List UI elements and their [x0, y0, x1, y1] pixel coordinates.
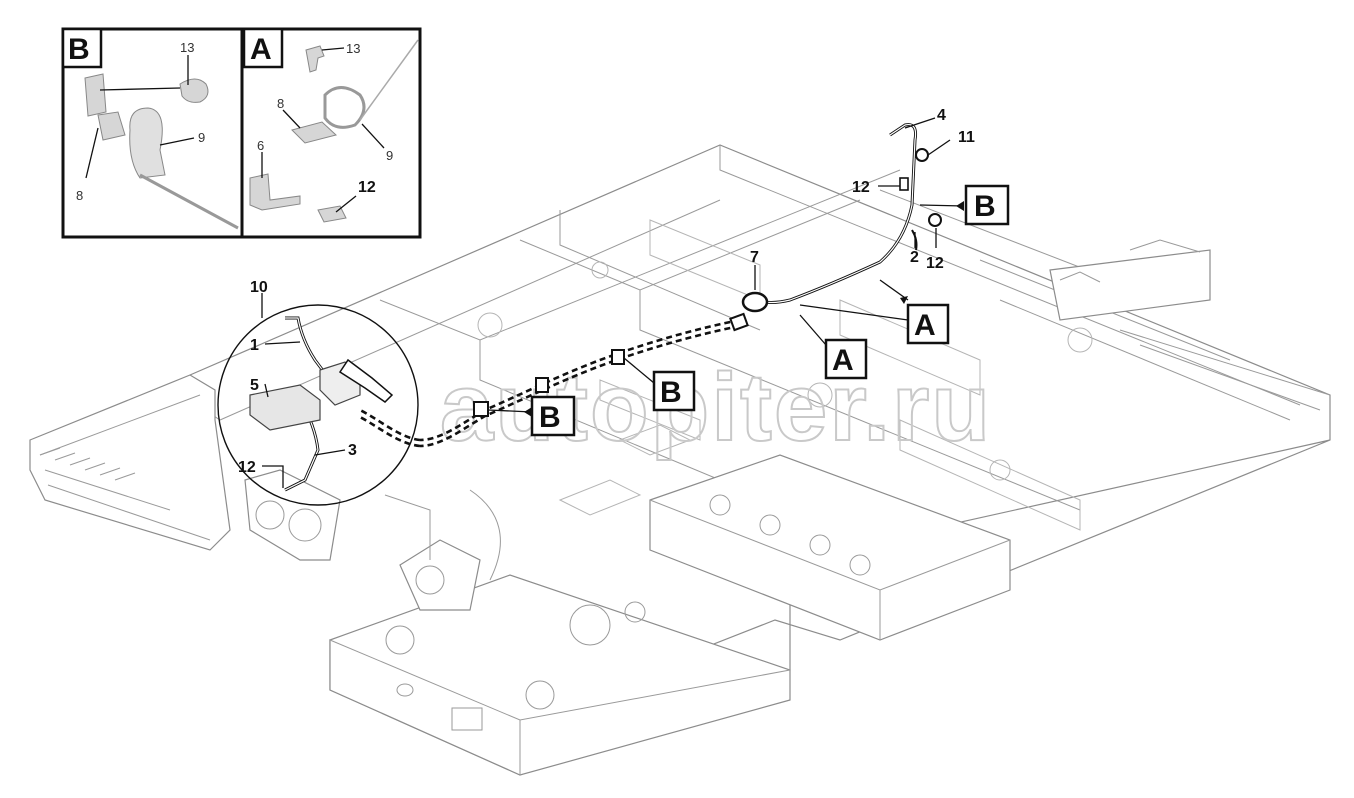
callout-numbers: 4 11 12 12 2 7 10 1 5 3 12: [238, 107, 975, 476]
panel-a-callout-13: 13: [346, 41, 360, 56]
callout-7: 7: [750, 249, 759, 266]
panel-b-callout-13: 13: [180, 40, 194, 55]
hose-fitting: [611, 349, 625, 365]
callout-12-left: 12: [238, 459, 256, 476]
inset-panel-a: A 13 8 9 6 12: [242, 27, 419, 223]
hose-clamp: [741, 291, 769, 313]
panel-a-label: A: [250, 33, 272, 66]
nut-part: [915, 148, 929, 162]
section-tag-b-mid: B: [652, 370, 696, 412]
svg-text:B: B: [974, 190, 996, 223]
callout-3: 3: [348, 442, 357, 459]
panel-b-callout-9: 9: [198, 130, 205, 145]
section-tag-b-top: B: [964, 184, 1010, 226]
valve-block: [249, 384, 321, 431]
panel-a-callout-12: 12: [358, 179, 376, 196]
section-tag-a-right-2: A: [824, 338, 868, 380]
panel-a-callout-8: 8: [277, 96, 284, 111]
bracket-part: [249, 173, 301, 211]
section-tag-a-right-1: A: [906, 303, 950, 345]
clamp-part: [323, 86, 366, 129]
clamp-part: [129, 107, 166, 179]
svg-text:A: A: [832, 344, 854, 377]
callout-10: 10: [250, 279, 268, 296]
callout-11: 11: [958, 129, 975, 146]
detail-inset: B 13 9 8 A: [61, 27, 422, 239]
svg-text:B: B: [539, 401, 561, 434]
hose-fitting: [729, 312, 749, 332]
detail-arrow: [338, 358, 394, 403]
bolt-part: [179, 78, 209, 103]
bolt-part: [899, 177, 909, 191]
svg-text:A: A: [914, 309, 936, 342]
callout-12-top: 12: [852, 179, 870, 196]
bracket-part: [97, 111, 126, 141]
panel-b-callout-8: 8: [76, 188, 83, 203]
svg-text:B: B: [660, 376, 682, 409]
section-tag-b-left: B: [530, 395, 576, 437]
bolt-part: [305, 45, 325, 73]
bracket-part: [84, 73, 107, 117]
panel-a-callout-9: 9: [386, 148, 393, 163]
callout-2: 2: [910, 249, 919, 266]
bolt-part: [928, 213, 942, 227]
callout-4: 4: [937, 107, 946, 124]
bracket-part: [291, 121, 338, 144]
detail-circle: [217, 304, 419, 506]
hose-fitting: [473, 401, 489, 417]
callout-5: 5: [250, 377, 259, 394]
inset-panel-b: B 13 9 8: [61, 27, 239, 230]
leader-lines: [261, 117, 965, 488]
callout-1: 1: [250, 337, 259, 354]
chassis-frame-drawing: [29, 144, 1331, 776]
watermark-text: autopiter.ru: [440, 354, 992, 461]
step-grating: [39, 447, 136, 481]
callout-12-right: 12: [926, 255, 944, 272]
hose-assembly: [217, 123, 942, 506]
panel-b-label: B: [68, 33, 90, 66]
panel-a-callout-6: 6: [257, 138, 264, 153]
hose-fitting: [535, 377, 549, 393]
